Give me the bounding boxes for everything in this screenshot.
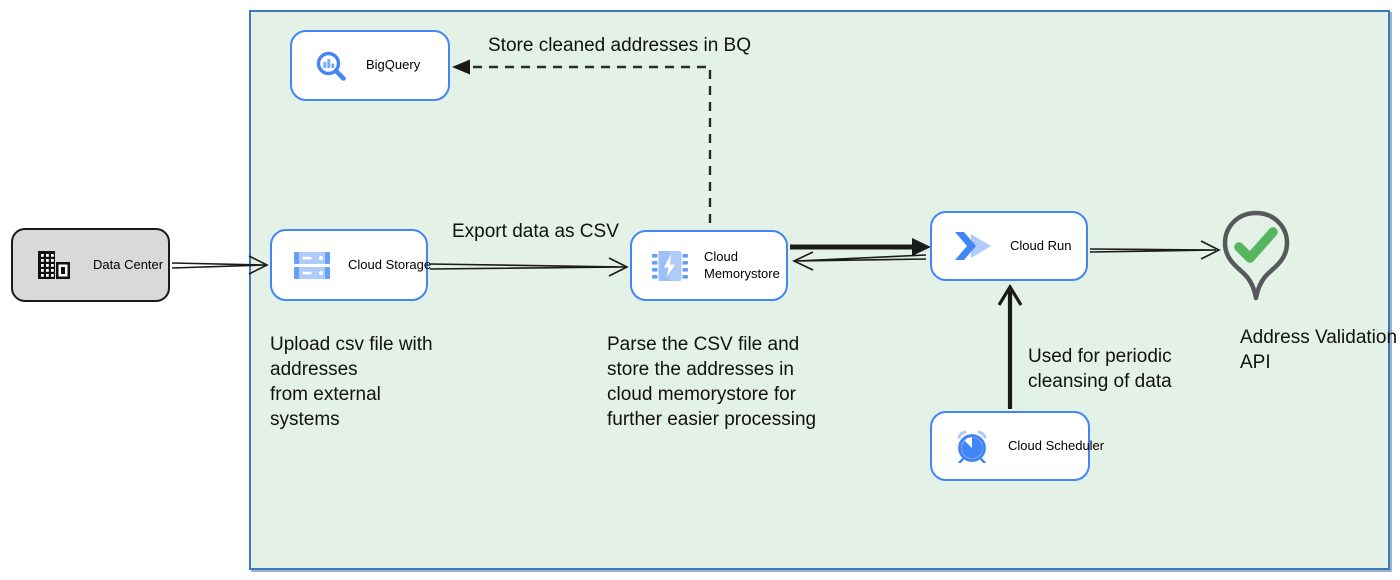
label-address-validation-api: Address Validation API	[1240, 327, 1398, 373]
pin-check-icon	[1222, 210, 1290, 306]
node-address-validation-api[interactable]	[1222, 210, 1290, 306]
node-label: BigQuery	[366, 57, 421, 73]
node-label: Data Center	[93, 256, 164, 272]
note-upload-csv: Upload csv file with addresses from exte…	[270, 334, 433, 430]
node-label: Cloud Scheduler	[1008, 437, 1105, 453]
node-label: Cloud Storage	[348, 256, 432, 272]
memorystore-icon	[652, 250, 688, 282]
node-bigquery[interactable]: BigQuery	[290, 30, 450, 101]
gcp-boundary	[249, 10, 1390, 570]
node-cloud-memorystore[interactable]: Cloud Memorystore	[630, 230, 788, 301]
node-label: Cloud Memorystore	[704, 248, 780, 281]
label-export-csv: Export data as CSV	[452, 221, 619, 242]
node-cloud-scheduler[interactable]: Cloud Scheduler	[930, 411, 1104, 481]
scheduler-icon	[954, 429, 990, 463]
cloud-storage-icon	[294, 251, 330, 279]
node-label: Cloud Run	[1010, 237, 1072, 253]
building-icon	[37, 250, 71, 280]
cloud-run-icon	[954, 231, 992, 261]
node-cloud-run[interactable]: Cloud Run	[930, 211, 1088, 281]
node-data-center[interactable]: Data Center	[11, 228, 170, 302]
bigquery-icon	[314, 49, 348, 83]
note-parse-csv: Parse the CSV file and store the address…	[607, 334, 817, 430]
label-store-bq: Store cleaned addresses in BQ	[488, 35, 751, 56]
node-cloud-storage[interactable]: Cloud Storage	[270, 229, 432, 301]
label-periodic: Used for periodic cleansing of data	[1028, 346, 1172, 392]
